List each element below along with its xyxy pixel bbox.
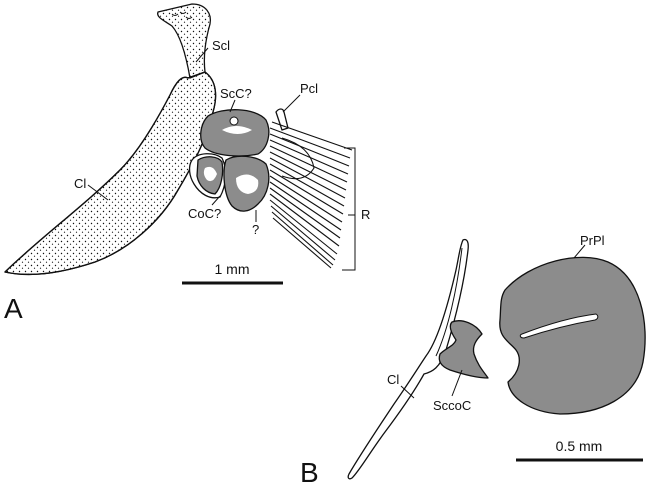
supracleithrum-a [157, 3, 212, 79]
panel-letter-b: B [300, 457, 319, 488]
label-cl-a: Cl [74, 176, 86, 191]
rays-bracket [342, 147, 356, 271]
label-r: R [361, 207, 370, 222]
panel-letter-a: A [4, 293, 23, 324]
label-unknown: ? [252, 222, 259, 237]
label-scc: ScC? [220, 86, 252, 101]
label-sccoc: SccoC [433, 398, 471, 413]
cleithrum-b [347, 238, 469, 480]
label-cl-b: Cl [387, 372, 399, 387]
propterygial-plate [499, 256, 646, 415]
label-scl: Scl [212, 38, 230, 53]
plate-slit [519, 313, 599, 339]
panel-b: PrPl Cl SccoC 0.5 mm B [300, 233, 646, 488]
label-coc: CoC? [188, 206, 221, 221]
scale-bar-a-label: 1 mm [215, 261, 250, 277]
label-prpl: PrPl [580, 233, 605, 248]
label-pcl: Pcl [300, 81, 318, 96]
panel-a: Scl ScC? Pcl Cl CoC? ? R 1 mm A [4, 3, 370, 324]
scapulocoracoid-b [438, 320, 489, 379]
fin-rays [269, 121, 353, 269]
scale-bar-b-label: 0.5 mm [556, 438, 603, 454]
postcleithrum [275, 108, 289, 131]
